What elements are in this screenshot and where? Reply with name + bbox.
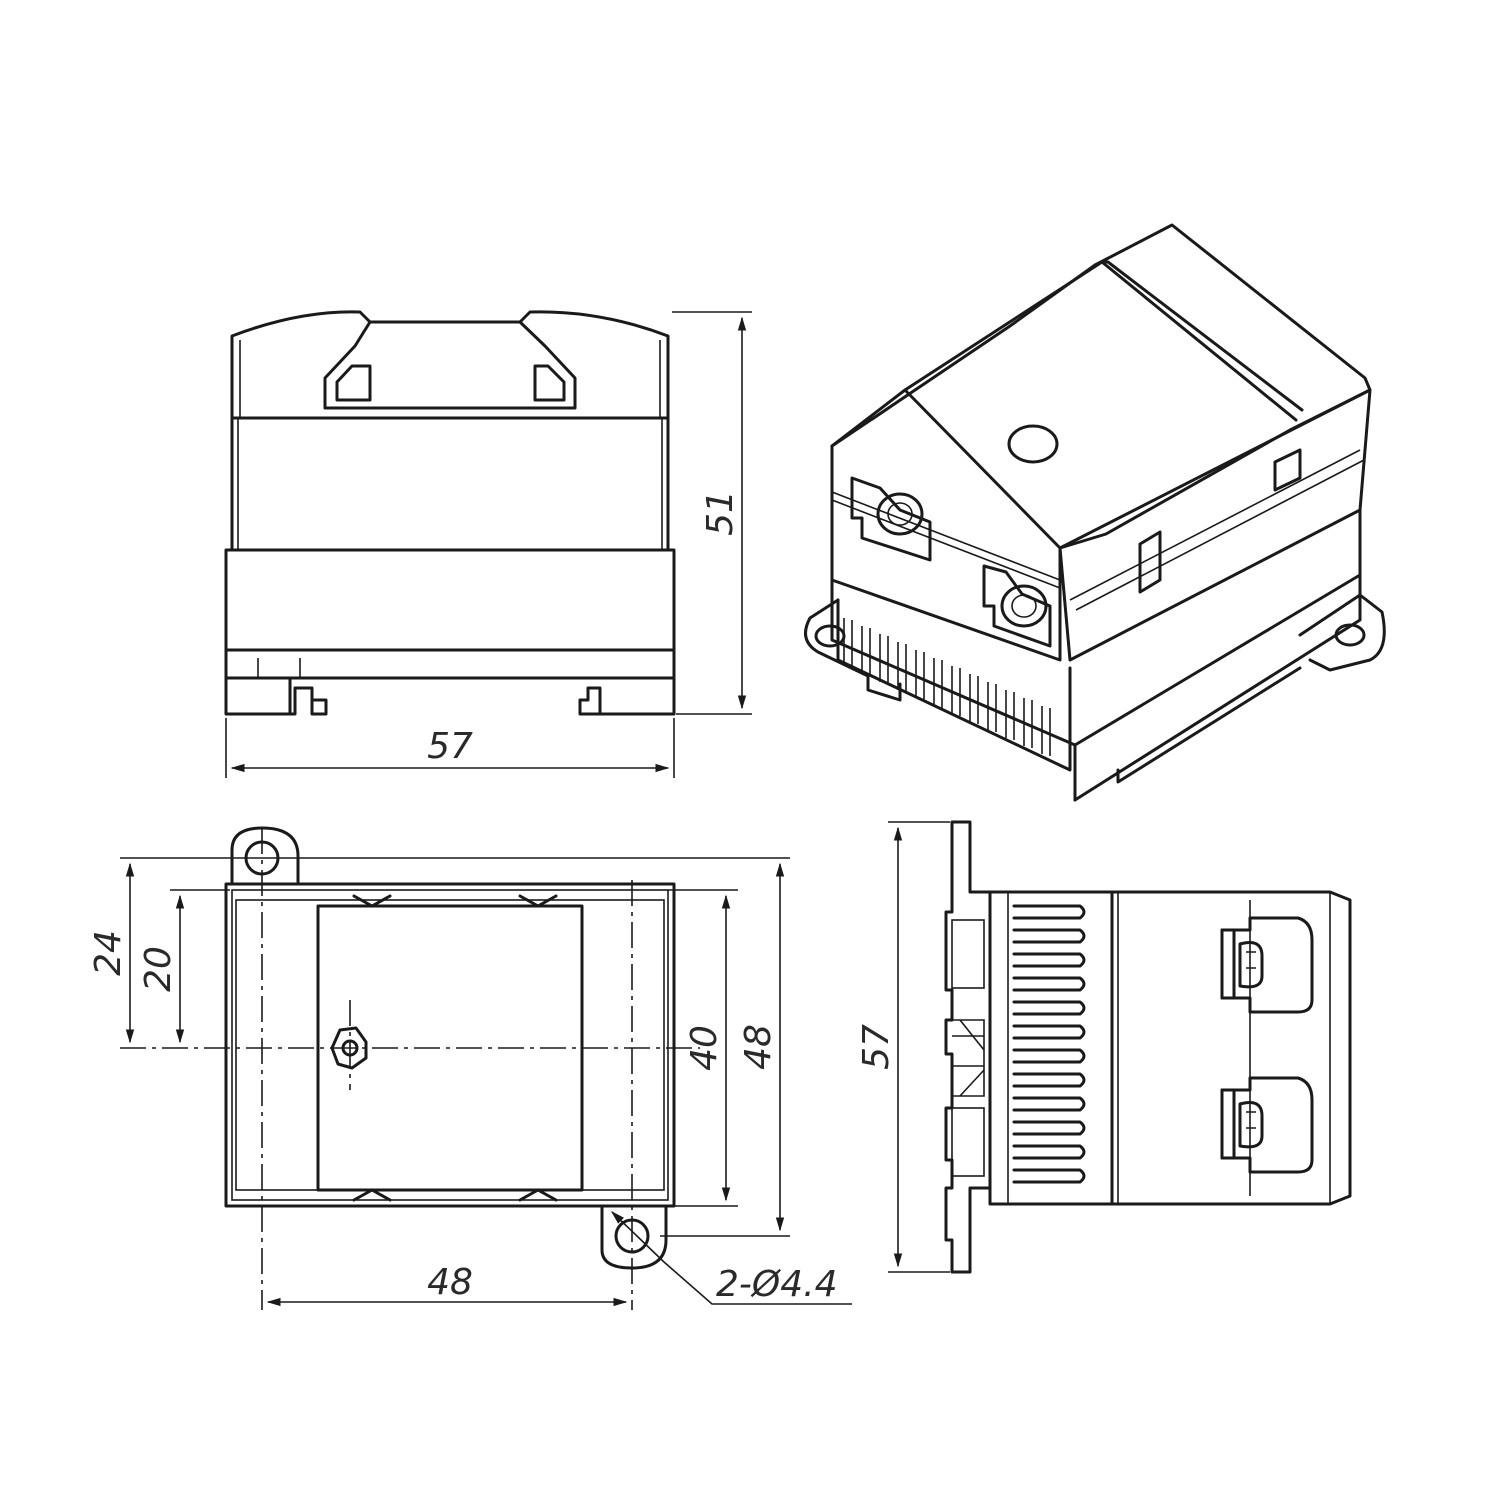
dim-front-width: 57: [427, 726, 473, 767]
hole-callout: 2-Ø4.4: [716, 1264, 837, 1305]
side-view: 57: [856, 820, 1352, 1274]
plan-view: 24 20 40 48 48 2-Ø4.4: [88, 826, 852, 1310]
dim-plan-outer-height: 48: [738, 1024, 779, 1070]
front-view: 51 57: [224, 310, 752, 778]
dim-plan-offset-outer: 24: [88, 930, 129, 976]
dim-side-height: 57: [856, 1024, 897, 1070]
heatsink-fins: [1012, 904, 1086, 1184]
dim-plan-offset-inner: 20: [138, 946, 179, 992]
dim-plan-hole-spacing: 48: [427, 1262, 473, 1303]
dim-front-height: 51: [700, 490, 741, 536]
isometric-view: [804, 223, 1386, 802]
dim-plan-inner-height: 40: [684, 1025, 725, 1071]
